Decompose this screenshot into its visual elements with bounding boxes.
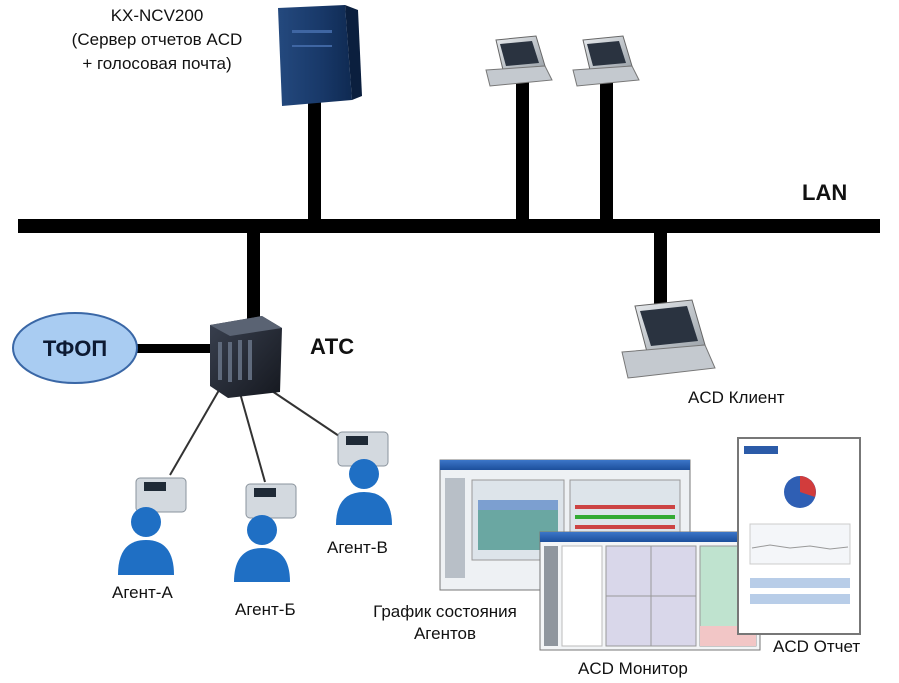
acd-client-label: ACD Клиент xyxy=(688,388,785,407)
agent-a-icon xyxy=(118,477,187,575)
server-device xyxy=(278,5,362,106)
status-graph-label-line2: Агентов xyxy=(413,624,477,643)
agent-c-icon xyxy=(336,431,392,525)
agent-b-line xyxy=(239,392,266,483)
pstn-label: ТФОП xyxy=(42,336,108,361)
pbx-link xyxy=(247,230,260,322)
agent-c-label: Агент-В xyxy=(327,538,388,557)
server-model-label: KX-NCV200 xyxy=(110,6,204,25)
acd-monitor-label: ACD Монитор xyxy=(578,659,688,678)
status-graph-screen xyxy=(439,459,691,591)
server-desc-line1: (Сервер отчетов ACD xyxy=(71,30,243,49)
client-link xyxy=(654,230,667,308)
server-desc-line2: + голосовая почта) xyxy=(82,54,232,73)
pbx-device xyxy=(210,316,282,398)
acd-report-label: ACD Отчет xyxy=(773,637,861,656)
agent-b-label: Агент-Б xyxy=(235,600,296,619)
laptop-icon xyxy=(485,35,553,87)
server-link xyxy=(308,100,321,222)
status-graph-label-line1: График состояния xyxy=(373,602,517,621)
acd-report-screen xyxy=(737,437,861,635)
laptop-2-link xyxy=(600,78,613,222)
agent-c-line xyxy=(262,384,346,441)
pstn-link xyxy=(132,344,212,353)
agent-a-line xyxy=(169,384,223,476)
agent-b-icon xyxy=(234,483,297,582)
agent-a-label: Агент-А xyxy=(112,583,173,602)
lan-bus xyxy=(18,219,880,233)
client-laptop-icon xyxy=(621,299,716,379)
lan-label: LAN xyxy=(802,180,848,205)
pbx-label: АТС xyxy=(310,334,355,359)
acd-monitor-screen xyxy=(539,531,761,651)
pstn-cloud xyxy=(12,312,138,384)
laptop-icon xyxy=(572,35,640,87)
laptop-1-link xyxy=(516,78,529,222)
